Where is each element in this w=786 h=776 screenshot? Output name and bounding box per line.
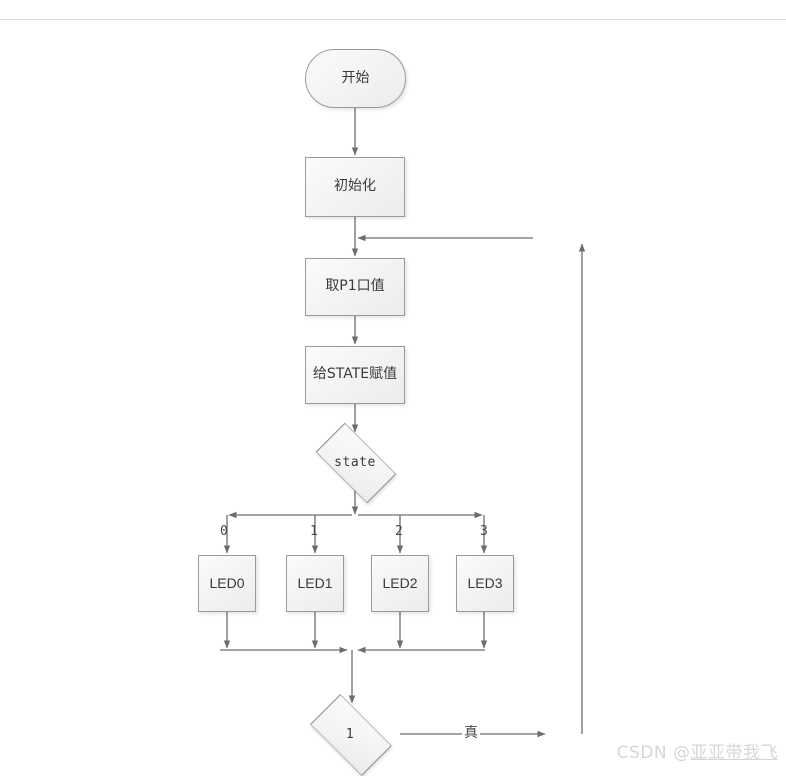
branch-label-1: 1 — [310, 524, 318, 539]
node-set-state-label: 给STATE赋值 — [312, 366, 398, 383]
node-led3[interactable]: LED3 — [456, 555, 514, 612]
node-led1-label: LED1 — [297, 574, 333, 591]
loop-diamond-label-wrap: 1 — [300, 705, 400, 763]
node-loop-condition-label: 1 — [345, 726, 355, 742]
node-read-p1-label: 取P1口值 — [325, 278, 385, 295]
top-divider — [0, 19, 786, 20]
node-read-p1[interactable]: 取P1口值 — [305, 258, 405, 316]
watermark-prefix: CSDN @ — [616, 743, 691, 763]
node-set-state[interactable]: 给STATE赋值 — [305, 346, 405, 404]
edge-label-true: 真 — [462, 722, 480, 742]
csdn-watermark: CSDN @亚亚带我飞 — [617, 738, 778, 763]
node-state-decision-label: state — [334, 454, 376, 470]
node-led2[interactable]: LED2 — [371, 555, 429, 612]
node-init-label: 初始化 — [334, 178, 376, 195]
node-led3-label: LED3 — [467, 574, 503, 591]
node-start-label: 开始 — [341, 69, 370, 86]
node-init[interactable]: 初始化 — [305, 157, 405, 217]
watermark-username: 亚亚带我飞 — [690, 743, 778, 763]
node-start[interactable]: 开始 — [305, 49, 406, 108]
branch-label-0: 0 — [220, 524, 228, 539]
node-led1[interactable]: LED1 — [286, 555, 344, 612]
node-led0-label: LED0 — [209, 574, 245, 591]
branch-label-3: 3 — [480, 524, 488, 539]
state-diamond-label-wrap: state — [305, 434, 405, 490]
node-loop-condition[interactable]: 1 — [300, 694, 400, 776]
node-led0[interactable]: LED0 — [198, 555, 256, 612]
node-state-decision[interactable]: state — [305, 422, 405, 504]
node-led2-label: LED2 — [382, 574, 418, 591]
branch-label-2: 2 — [395, 524, 403, 539]
